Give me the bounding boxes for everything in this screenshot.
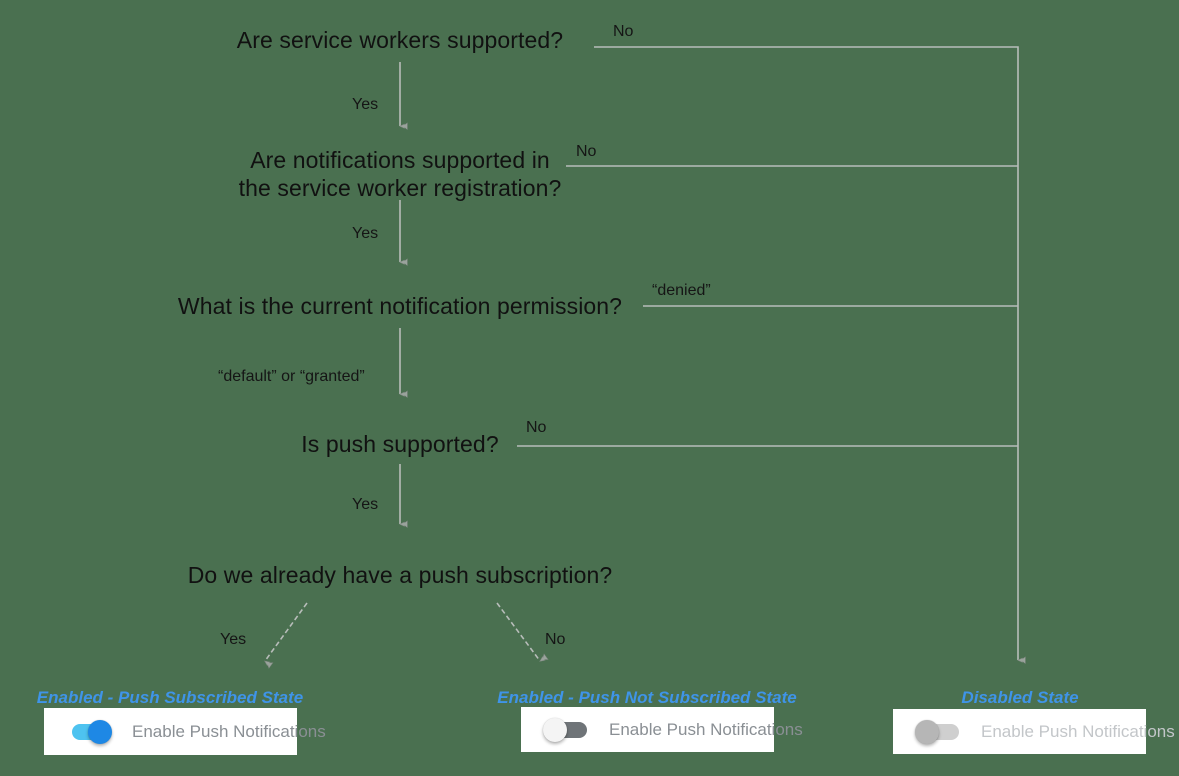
state-label-push-not-subscribed: Enabled - Push Not Subscribed State (497, 688, 797, 707)
toggle-card-push-subscribed[interactable]: Enable Push Notifications (44, 708, 326, 755)
node-push-supported: Is push supported? (301, 431, 499, 457)
edge-label-q2-no: No (576, 143, 597, 160)
toggle-knob (88, 719, 112, 744)
edge-label-q4-no: No (526, 419, 547, 436)
edge-label-q3-denied: “denied” (652, 282, 711, 299)
edge-q5-no (496, 602, 540, 661)
push-toggle-disabled (915, 719, 961, 744)
edge-label-q1-no: No (613, 23, 634, 40)
edge-label-q2-yes: Yes (352, 225, 379, 242)
state-label-push-subscribed: Enabled - Push Subscribed State (36, 688, 304, 707)
push-toggle-not-subscribed[interactable] (543, 717, 589, 742)
edge-label-q5-no: No (545, 631, 566, 648)
toggle-label-push-subscribed: Enable Push Notifications (132, 721, 326, 741)
toggle-knob (915, 719, 939, 744)
edge-label-q3-default-granted: “default” or “granted” (218, 368, 365, 385)
edge-label-q1-yes: Yes (352, 96, 379, 113)
edge-label-q4-yes: Yes (352, 496, 379, 513)
edge-q1-no (594, 46, 1018, 660)
node-notifications-supported: Are notifications supported in the servi… (238, 147, 562, 201)
node-notification-permission: What is the current notification permiss… (177, 293, 623, 319)
toggle-label-disabled: Enable Push Notifications (981, 721, 1175, 741)
state-label-disabled: Disabled State (961, 688, 1079, 707)
node-existing-subscription: Do we already have a push subscription? (187, 562, 613, 588)
edge-label-q5-yes: Yes (220, 631, 247, 648)
toggle-knob (543, 717, 567, 742)
edge-q5-yes (265, 602, 308, 661)
toggle-card-push-not-subscribed[interactable]: Enable Push Notifications (521, 707, 803, 752)
toggle-card-disabled: Enable Push Notifications (893, 709, 1175, 754)
toggle-label-push-not-subscribed: Enable Push Notifications (609, 719, 803, 739)
push-toggle-subscribed[interactable] (66, 719, 112, 744)
node-service-workers-supported: Are service workers supported? (236, 27, 564, 53)
